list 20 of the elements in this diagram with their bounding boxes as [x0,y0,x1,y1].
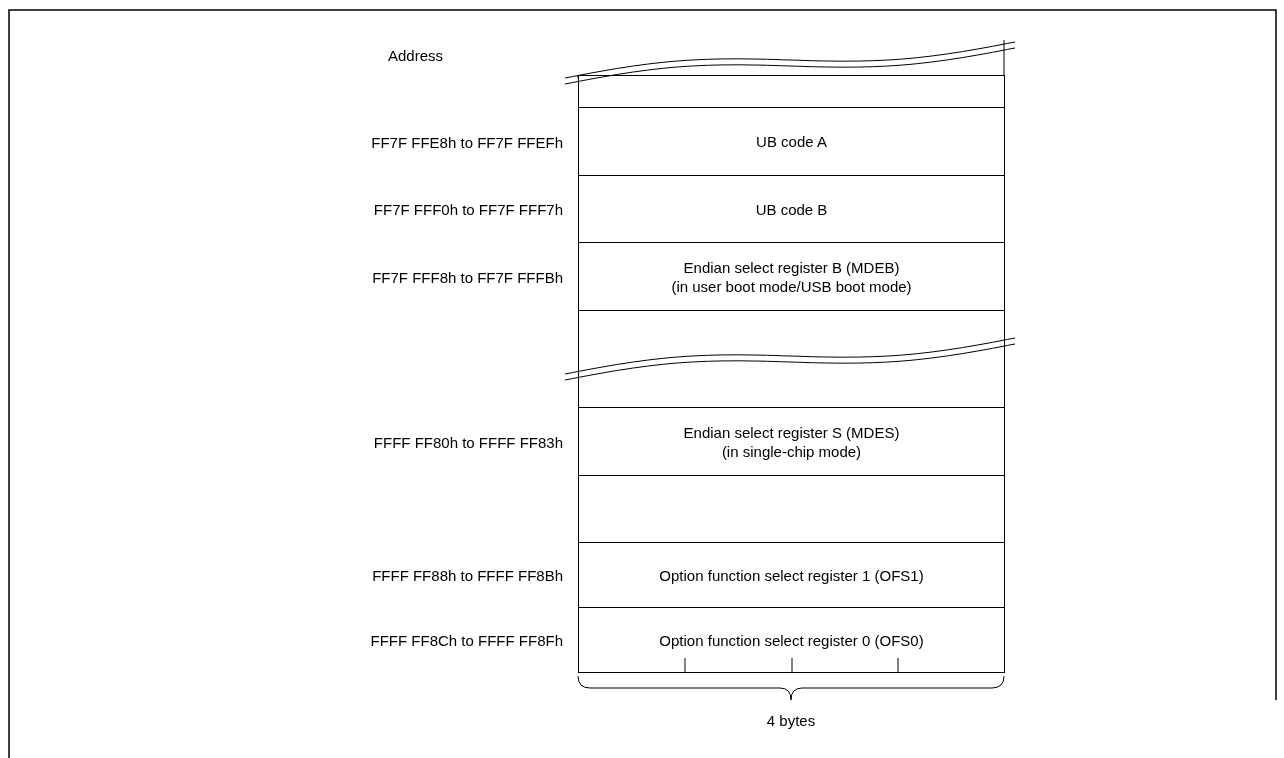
cell-text: Endian select register S (MDES) [683,422,900,442]
empty-cell [578,75,1005,108]
address-label: FFFF FF88h to FFFF FF8Bh [372,565,563,585]
empty-cell [578,310,1005,357]
address-label: FF7F FFF8h to FF7F FFFBh [372,267,563,286]
cell-text: Endian select register B (MDEB) [683,257,900,277]
cell-text: (in user boot mode/USB boot mode) [671,276,912,296]
column-heading: Address [388,46,444,66]
cell-text: UB code A [756,132,827,151]
address-label: FFFF FF80h to FFFF FF83h [373,432,563,451]
empty-cell [578,356,1005,408]
cell-text: Option function select register 0 (OFS0) [659,630,924,650]
empty-cell [578,475,1005,543]
address-label: FFFF FF8Ch to FFFF FF8Fh [370,630,563,650]
address-label: FF7F FFE8h to FF7F FFEFh [371,132,563,151]
cell-text: (in single-chip mode) [721,441,862,461]
cell-text: UB code B [755,199,828,219]
width-label: 4 bytes [766,711,816,731]
cell-text: Option function select register 1 (OFS1) [659,565,924,585]
address-label: FF7F FFF0h to FF7F FFF7h [373,199,563,219]
